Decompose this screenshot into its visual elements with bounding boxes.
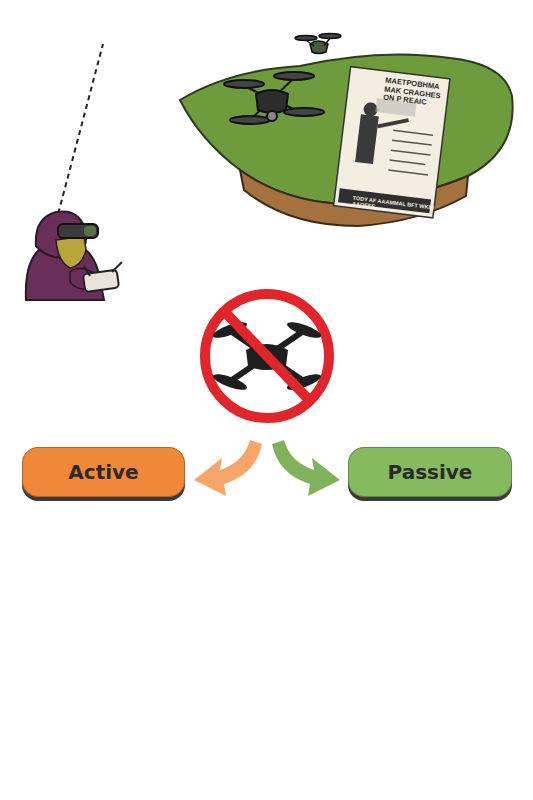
no-drone-sign <box>205 294 329 418</box>
box-label: Passive <box>388 460 473 484</box>
signal-line <box>56 44 103 222</box>
drone-pilot <box>26 211 122 300</box>
terrain <box>180 54 513 226</box>
pill-box: Active <box>22 447 185 497</box>
pill-box: Passive <box>348 447 512 497</box>
box-label: Active <box>68 460 138 484</box>
green-arrow <box>272 440 340 496</box>
small-drone <box>295 34 341 54</box>
poster <box>334 67 450 218</box>
orange-arrow <box>194 440 262 496</box>
quadcopter-drone <box>224 72 324 124</box>
